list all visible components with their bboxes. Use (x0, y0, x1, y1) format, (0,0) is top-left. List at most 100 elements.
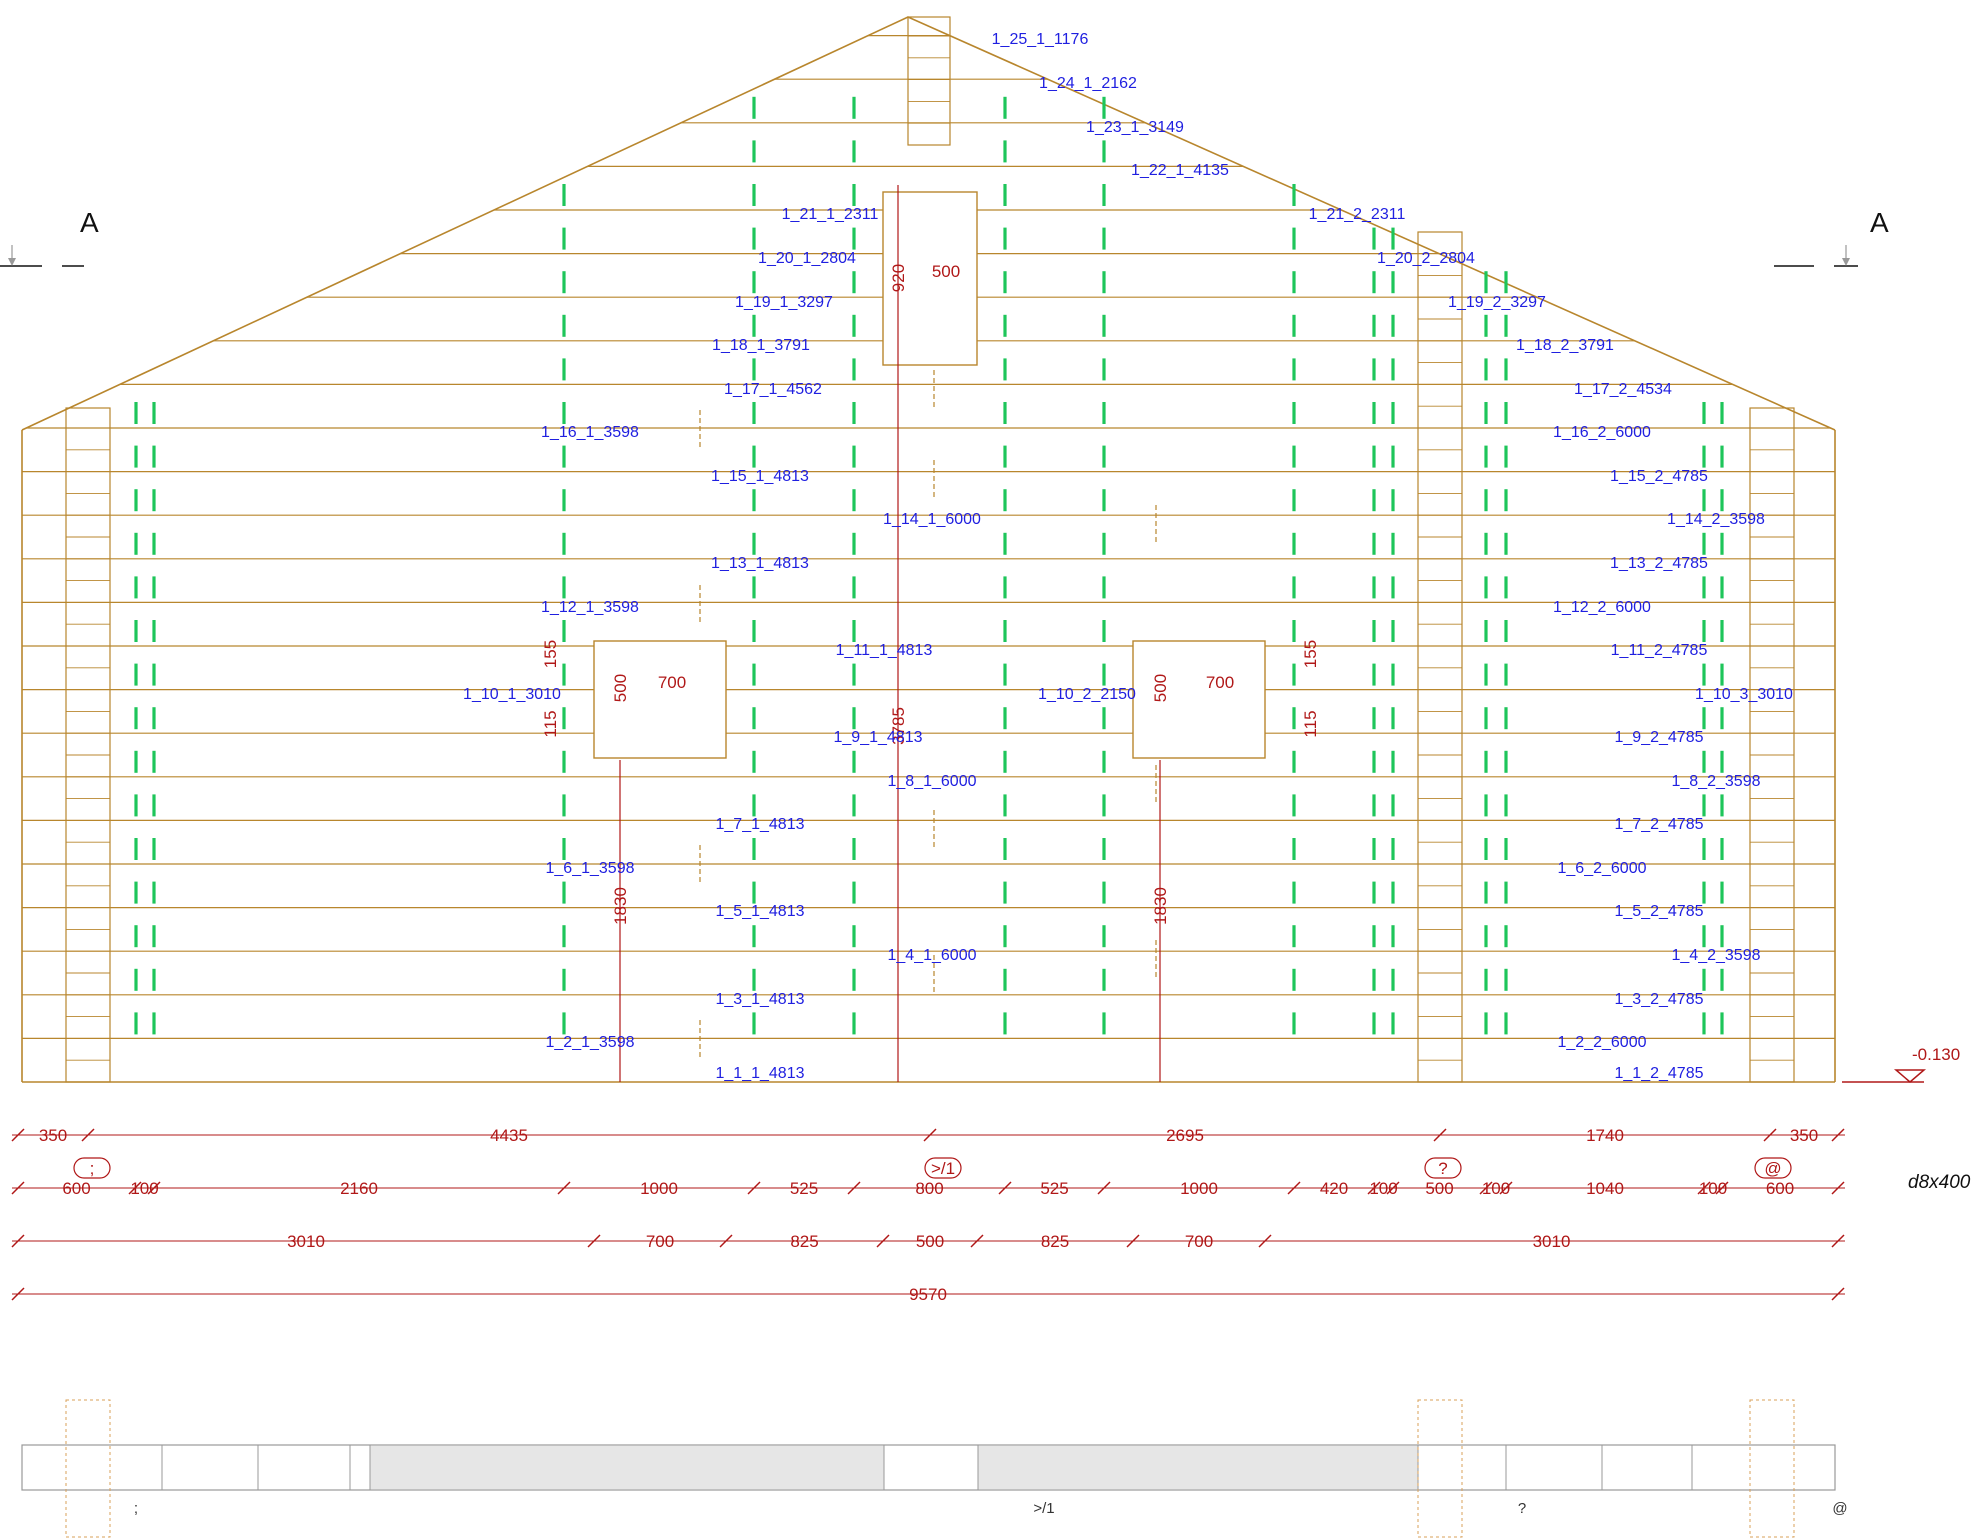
section-ref-text: @ (1764, 1159, 1781, 1178)
dimension-tick (1097, 1181, 1111, 1195)
log-label: 1_20_2_2804 (1377, 250, 1475, 267)
dimension-row-1-label: 4435 (490, 1126, 528, 1145)
level-mark: -0.130 (1842, 1045, 1960, 1083)
log-label: 1_10_2_2150 (1038, 686, 1136, 703)
dimension-tick (1126, 1234, 1140, 1248)
dimension-row-3-label: 3010 (1533, 1232, 1571, 1251)
dimension-tick (1287, 1181, 1301, 1195)
dimension-row-2-label: 500 (1425, 1179, 1453, 1198)
log-label: 1_8_1_6000 (888, 773, 977, 790)
log-label: 1_10_3_3010 (1695, 686, 1793, 703)
log-label: 1_19_2_3297 (1448, 294, 1546, 311)
log-label: 1_9_1_4813 (834, 729, 923, 746)
section-ref-bubble (924, 1157, 962, 1179)
level-value: -0.130 (1912, 1045, 1960, 1064)
corner-post-outline (65, 407, 111, 1083)
corner-post-outline (1749, 407, 1795, 1083)
log-label: 1_11_1_4813 (836, 642, 933, 659)
plan-section-ref: >/1 (1033, 1500, 1054, 1517)
window-opening-left (593, 640, 727, 759)
corner-posts (65, 16, 1795, 1083)
log-courses (22, 34, 1835, 1040)
dimension-tick (11, 1128, 25, 1142)
log-label: 1_23_1_3149 (1086, 119, 1184, 136)
log-label: 1_2_2_6000 (1558, 1034, 1647, 1051)
dimension-row-2-label: 1040 (1586, 1179, 1624, 1198)
log-label: 1_16_2_6000 (1553, 424, 1651, 441)
window-opening-right (1132, 640, 1266, 759)
dimension-tick (923, 1128, 937, 1142)
dimension-row-2-label: 600 (1766, 1179, 1794, 1198)
section-ref-text: ; (90, 1159, 95, 1178)
log-label: 1_21_2_2311 (1309, 206, 1406, 223)
plan-corner-post (1749, 1399, 1795, 1538)
log-label: 1_3_1_4813 (716, 991, 805, 1008)
dimension-tick (1697, 1181, 1711, 1195)
above-window-label-right: 155 (1301, 640, 1320, 668)
window-width-label-right: 700 (1206, 673, 1234, 692)
log-label: 1_2_1_3598 (546, 1034, 635, 1051)
section-ref-bubble (1424, 1157, 1462, 1179)
log-label: 1_16_1_3598 (541, 424, 639, 441)
dimension-tick (1258, 1234, 1272, 1248)
log-label: 1_13_1_4813 (711, 555, 809, 572)
dimension-row-2-label: 420 (1320, 1179, 1348, 1198)
log-label: 1_17_2_4534 (1574, 381, 1672, 398)
log-label: 1_9_2_4785 (1615, 729, 1704, 746)
log-label: 1_12_2_6000 (1553, 599, 1651, 616)
window-sill-height-label-right: 1830 (1151, 887, 1170, 925)
dimension-tick (747, 1181, 761, 1195)
section-ref-bubble (73, 1157, 111, 1179)
below-window-label-right: 115 (1301, 710, 1320, 737)
dimension-row-3-label: 700 (646, 1232, 674, 1251)
dimension-tick (81, 1128, 95, 1142)
dimension-row-1-label: 350 (39, 1126, 67, 1145)
dimension-row-2-label: 1000 (640, 1179, 678, 1198)
dimension-tick (587, 1234, 601, 1248)
dimension-tick (1831, 1287, 1845, 1301)
log-label: 1_13_2_4785 (1610, 555, 1708, 572)
dimension-tick (1479, 1181, 1493, 1195)
log-label: 1_6_1_3598 (546, 860, 635, 877)
dimension-tick (1831, 1181, 1845, 1195)
log-label: 1_1_1_4813 (716, 1065, 805, 1082)
plan-section-ref: @ (1832, 1500, 1847, 1517)
dimension-tick (1499, 1181, 1513, 1195)
profile-label: d8x400 (1908, 1172, 1971, 1193)
log-label: 1_5_1_4813 (716, 903, 805, 920)
plan-corner-post (1417, 1399, 1463, 1538)
dimension-row-3-label: 825 (1041, 1232, 1069, 1251)
dimension-tick (998, 1181, 1012, 1195)
dimension-row-2-label: 100 (1699, 1179, 1727, 1198)
plan-hatched-right (977, 1444, 1419, 1491)
dimension-tick (557, 1181, 571, 1195)
log-label: 1_4_2_3598 (1672, 947, 1761, 964)
corner-post-outline (1417, 231, 1463, 1083)
dimension-row-1-label: 2695 (1166, 1126, 1204, 1145)
plan-corner-post (65, 1399, 111, 1538)
dimension-tick (719, 1234, 733, 1248)
dimension-tick (876, 1234, 890, 1248)
log-label: 1_11_2_4785 (1611, 642, 1708, 659)
log-label: 1_14_1_6000 (883, 511, 981, 528)
section-mark-left: A (0, 207, 99, 267)
log-label: 1_4_1_6000 (888, 947, 977, 964)
dimension-row-1-label: 1740 (1586, 1126, 1624, 1145)
dimension-tick (11, 1287, 25, 1301)
section-ref-bubble (1754, 1157, 1792, 1179)
dimension-tick (1763, 1128, 1777, 1142)
plan-wall-outline (21, 1444, 1836, 1491)
log-joints (699, 370, 1157, 1060)
dimension-total-label: 9570 (909, 1285, 947, 1304)
wall-outline (21, 16, 1836, 1083)
log-label: 1_12_1_3598 (541, 599, 639, 616)
dimension-row-2-label: 525 (790, 1179, 818, 1198)
log-label: 1_15_2_4785 (1610, 468, 1708, 485)
dimension-row-2-label: 1000 (1180, 1179, 1218, 1198)
top-window-height-label: 920 (889, 264, 908, 292)
dimension-tick (1386, 1181, 1400, 1195)
plan-section-ref: ; (134, 1500, 138, 1517)
log-label: 1_24_1_2162 (1039, 75, 1137, 92)
above-window-label-left: 155 (541, 640, 560, 668)
